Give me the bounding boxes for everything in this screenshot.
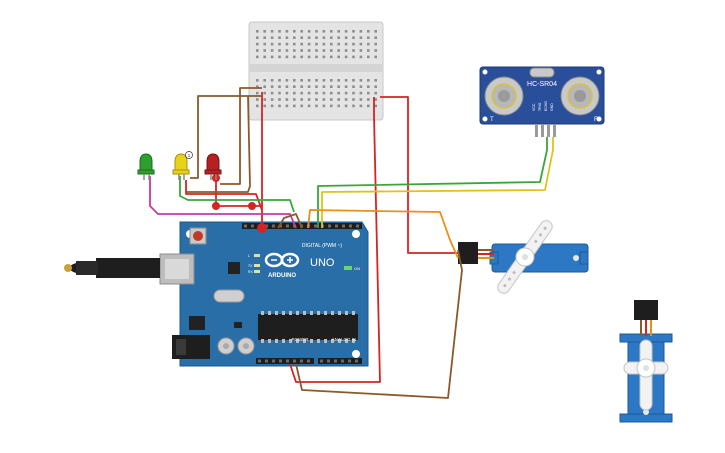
arduino-logo <box>264 252 300 268</box>
wire-red-breadboard-to-5v <box>289 97 381 383</box>
crystal-oscillator <box>213 289 245 303</box>
wire-brown-servo-gnd <box>295 249 463 399</box>
servo-2-horn[interactable] <box>623 339 669 411</box>
led-green[interactable] <box>137 153 155 180</box>
arduino-uno-board[interactable]: ARDUINO UNO DIGITAL (PWM ~) POWER ANALOG… <box>159 221 369 367</box>
wire-brown-breadboard-to-led <box>190 95 262 179</box>
arduino-brand-label: ARDUINO <box>268 273 296 279</box>
power-header-label: POWER <box>291 337 309 342</box>
ultrasonic-sensor[interactable]: HC-SR04 T R VCC TRIG ECHO GND <box>479 66 605 137</box>
wire-pink-led-green <box>149 176 297 229</box>
wire-junctions <box>212 174 267 233</box>
wire-red-breadboard-to-servo <box>380 96 458 254</box>
wires[interactable] <box>149 87 554 399</box>
sensor-pin-echo: ECHO <box>544 101 548 111</box>
capacitors <box>217 337 255 355</box>
on-led-label: ON <box>354 266 360 271</box>
servo-2-lead <box>634 300 658 336</box>
wire-green-led <box>179 176 295 213</box>
breadboard-holes <box>256 30 377 108</box>
wire-brown-digital <box>277 213 303 229</box>
servo-1-lead <box>458 242 494 264</box>
sensor-pin-vcc: VCC <box>532 103 536 111</box>
led-marker-label: 1 <box>188 153 191 158</box>
on-led <box>344 266 352 270</box>
wire-green-sensor-echo <box>317 137 548 228</box>
led-marker <box>185 151 193 159</box>
sensor-pin-trig: TRIG <box>538 102 542 111</box>
usb-chip <box>228 262 240 274</box>
transducer-left <box>484 76 524 116</box>
rx-led-label: RX <box>248 270 254 274</box>
wire-brown-breadboard-to-led-2 <box>220 87 262 185</box>
voltage-regulator <box>189 316 205 330</box>
arduino-model-label: UNO <box>310 257 335 269</box>
servo-motor-1[interactable] <box>458 217 589 298</box>
led-red[interactable] <box>204 153 222 180</box>
servo-1-horn[interactable] <box>493 217 557 298</box>
analog-pin-header[interactable] <box>318 358 362 364</box>
wire-orange-servo-signal <box>307 209 459 259</box>
sensor-model-label: HC-SR04 <box>527 81 557 88</box>
reset-button[interactable] <box>189 227 207 245</box>
analog-header-label: ANALOG IN <box>332 337 357 342</box>
sensor-t-label: T <box>490 117 494 123</box>
led-yellow[interactable]: 1 <box>172 151 193 181</box>
transducer-right <box>560 76 600 116</box>
power-jack <box>172 335 210 359</box>
atmega-chip <box>258 311 358 343</box>
l-led-label: L <box>248 254 250 258</box>
power-pin-header[interactable] <box>256 358 314 364</box>
tx-led-label: TX <box>248 264 253 268</box>
servo-motor-2[interactable] <box>619 300 673 423</box>
wire-red-led-yellow <box>185 180 263 211</box>
sensor-pin-gnd: GND <box>550 103 554 111</box>
usb-cable <box>64 258 160 278</box>
digital-header-label: DIGITAL (PWM ~) <box>302 243 342 249</box>
wire-brown-top <box>186 95 251 193</box>
sensor-r-label: R <box>594 117 599 123</box>
wire-yellow-sensor-trig <box>321 137 554 228</box>
usb-connector <box>159 253 195 285</box>
breadboard[interactable] <box>248 21 384 121</box>
sensor-header-pins <box>535 124 556 137</box>
